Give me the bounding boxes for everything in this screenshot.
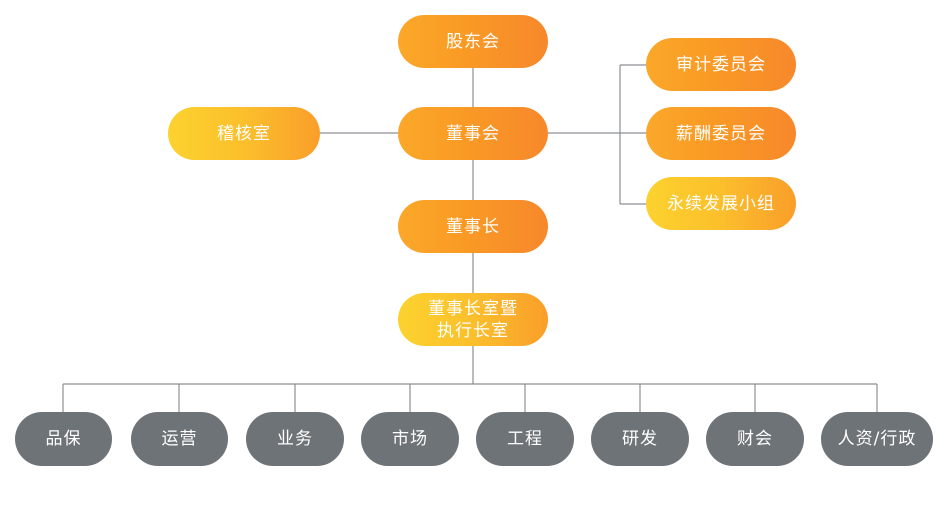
department-node-engineering: 工程: [476, 412, 574, 466]
department-node-finance: 财会: [706, 412, 804, 466]
chairman-office-node: 董事长室暨 执行长室: [398, 293, 548, 346]
department-node-quality: 品保: [15, 412, 112, 466]
department-node-operations: 运营: [131, 412, 228, 466]
committee-node-compensation: 薪酬委员会: [646, 107, 796, 160]
committee-node-audit: 审计委员会: [646, 38, 796, 91]
committee-node-sustainability: 永续发展小组: [646, 177, 796, 230]
department-node-marketing: 市场: [361, 412, 459, 466]
department-node-hr-admin: 人资/行政: [821, 412, 933, 466]
chairman-node: 董事长: [398, 200, 548, 253]
department-node-business: 业务: [246, 412, 344, 466]
shareholders-node: 股东会: [398, 15, 548, 68]
board-node: 董事会: [398, 107, 548, 160]
department-node-rnd: 研发: [591, 412, 689, 466]
audit-office-node: 稽核室: [168, 107, 320, 160]
